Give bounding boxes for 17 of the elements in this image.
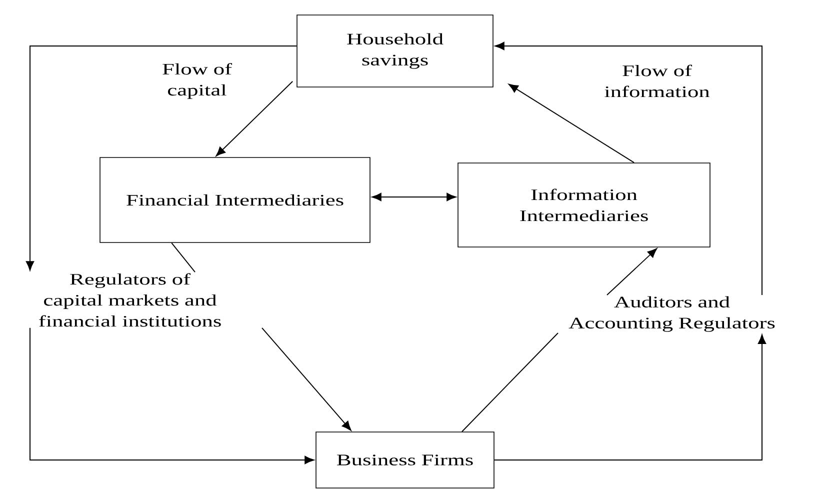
regulator-text: Regulators of capital markets and financial institutions — [39, 273, 221, 327]
intermediary-box: Financial Intermediaries — [100, 157, 370, 243]
flow-label: Flow of information — [604, 64, 710, 98]
arrow — [262, 327, 352, 431]
arrow — [606, 248, 658, 296]
arrow — [494, 42, 762, 296]
arrow — [30, 327, 314, 464]
flow-label: Flow of capital — [162, 63, 232, 99]
business-box: Business Firms — [316, 432, 494, 488]
arrow — [508, 84, 634, 164]
arrow — [372, 192, 456, 202]
intermediary-box: Information Intermediaries — [458, 162, 710, 248]
arrow — [494, 334, 766, 460]
regulator-text: Auditors and Accounting Regulators — [568, 296, 775, 332]
arrow — [26, 46, 298, 271]
savings-box: Household savings — [296, 14, 494, 88]
arrow — [216, 80, 294, 156]
